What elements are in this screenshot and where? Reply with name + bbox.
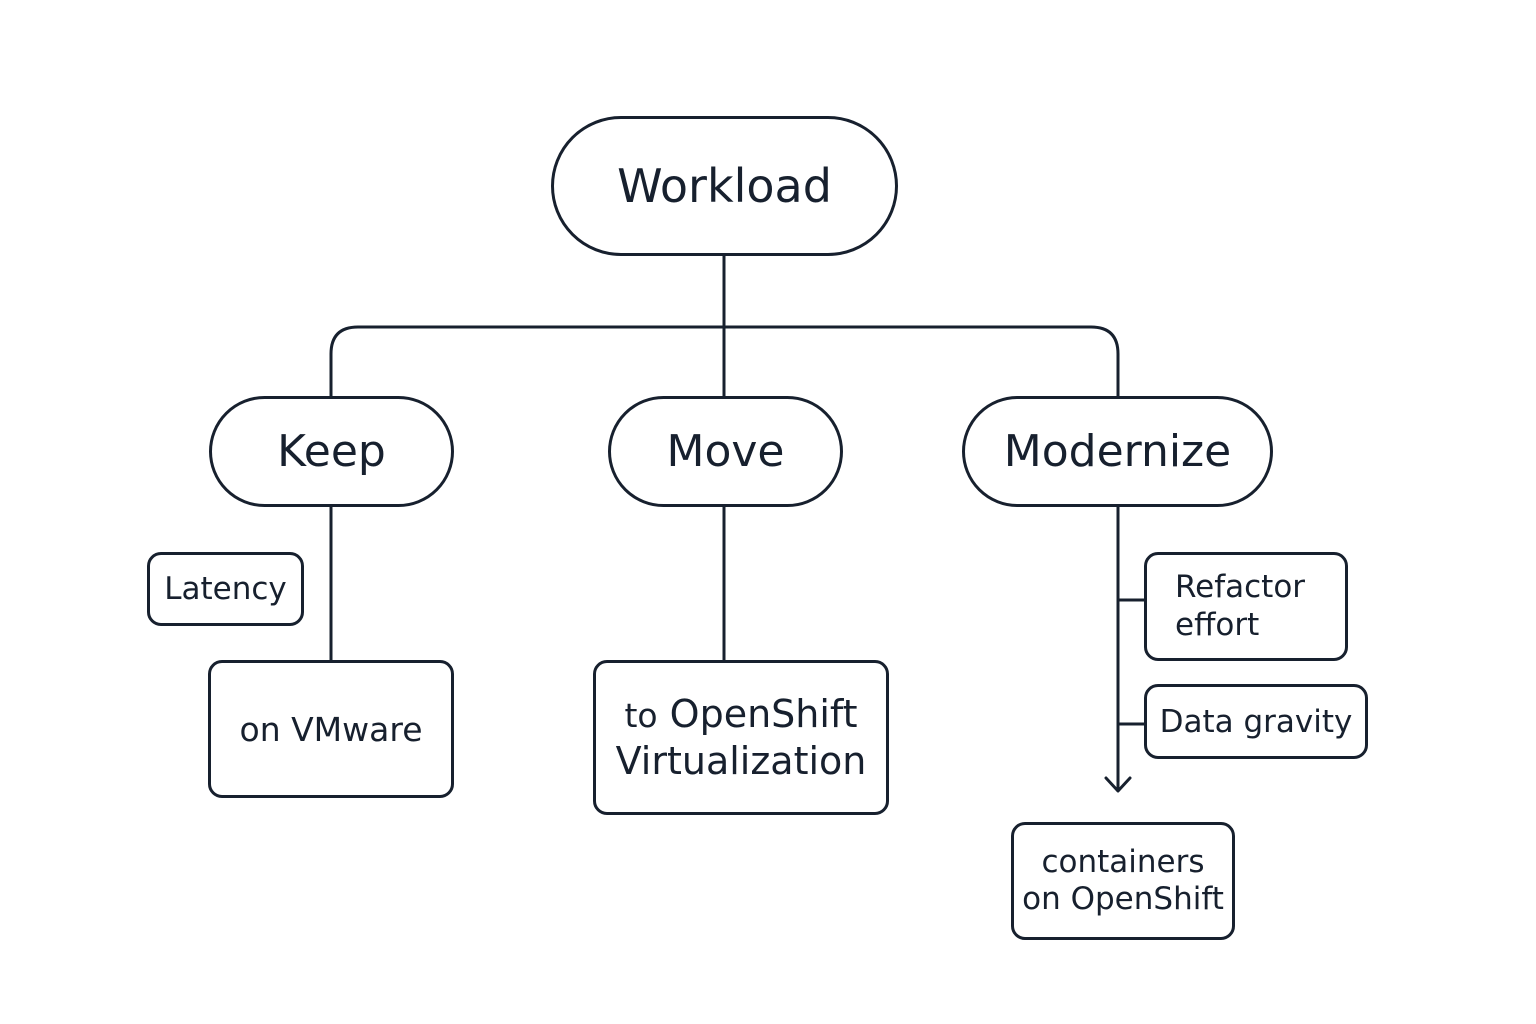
node-modernize: Modernize (962, 396, 1273, 507)
node-keep-label: Keep (277, 426, 386, 477)
node-openshift-virtualization-line2: Virtualization (615, 738, 867, 783)
node-openshift-virtualization-product: OpenShift (669, 692, 858, 737)
node-openshift-virtualization-prefix: to (624, 696, 658, 736)
node-refactor-effort-line2: effort (1175, 606, 1260, 643)
node-move-label: Move (666, 426, 785, 477)
node-openshift-virtualization: to OpenShift Virtualization (593, 660, 889, 815)
node-refactor-effort-line1: Refactor (1175, 569, 1306, 606)
node-on-vmware-label: on VMware (239, 709, 423, 749)
node-latency-label: Latency (164, 571, 287, 607)
node-keep: Keep (209, 396, 454, 507)
node-workload: Workload (551, 116, 898, 256)
node-refactor-effort: Refactor effort (1144, 552, 1348, 661)
node-move: Move (608, 396, 843, 507)
node-containers-line1: containers (1041, 843, 1205, 880)
node-containers-line2: on OpenShift (1022, 881, 1224, 917)
node-latency: Latency (147, 552, 304, 626)
connector-branch-bus (329, 325, 1120, 398)
node-modernize-label: Modernize (1003, 426, 1232, 477)
node-data-gravity-label: Data gravity (1159, 703, 1353, 740)
node-workload-label: Workload (617, 159, 832, 213)
node-containers-on-openshift: containers on OpenShift (1011, 822, 1235, 940)
node-openshift-virtualization-line1: to OpenShift (624, 691, 857, 737)
arrow-head-icon (1104, 776, 1132, 793)
node-on-vmware: on VMware (208, 660, 454, 798)
node-data-gravity: Data gravity (1144, 684, 1368, 759)
